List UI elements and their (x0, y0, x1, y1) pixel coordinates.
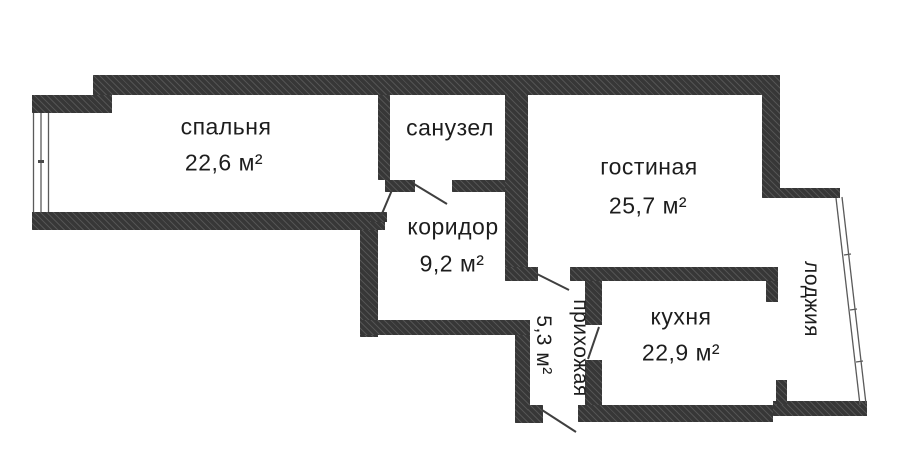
wall-hallway-left (515, 335, 530, 423)
wall-corridor-left (360, 230, 378, 337)
room-area-living-room: 25,7 м² (608, 192, 688, 219)
wall-living-bottom-kitchen-top (570, 267, 778, 281)
door-leaf-bedroom (380, 189, 393, 217)
wall-bedroom-bottom (32, 212, 385, 230)
wall-loggia-top-stub (762, 188, 840, 198)
door-leaf-kitchen (587, 326, 600, 360)
door-leaf-entrance (541, 409, 577, 433)
window-bedroom (32, 113, 50, 212)
wall-kitchen-right-upper (766, 281, 778, 302)
wall-corridor-bottom (360, 320, 530, 335)
wall-bathroom-bottom (452, 180, 505, 192)
room-area-bedroom: 22,6 м² (184, 149, 264, 176)
room-area-corridor: 9,2 м² (419, 250, 485, 277)
room-area-hallway: 5,3 м² (532, 315, 555, 375)
room-name-bedroom: спальня (180, 113, 272, 140)
wall-bedroom-bathroom (378, 95, 390, 180)
room-name-bathroom: санузел (406, 114, 494, 141)
wall-kitchen-bottom (578, 405, 773, 422)
wall-bathroom-door-stub (385, 180, 415, 192)
wall-kitchen-loggia-lower (776, 380, 787, 405)
wall-top-main (93, 75, 780, 95)
door-leaf-bathroom (413, 183, 448, 205)
room-name-hallway: прихожая (569, 299, 592, 397)
door-leaf-living-room (536, 273, 570, 291)
room-area-kitchen: 22,9 м² (641, 339, 721, 366)
wall-top-left-step (32, 95, 112, 113)
wall-hallway-kitchen-lower (585, 360, 602, 405)
room-name-living-room: гостиная (600, 153, 698, 180)
room-name-kitchen: кухня (650, 303, 712, 330)
room-name-loggia: лоджия (800, 260, 823, 338)
wall-living-right (762, 75, 780, 198)
wall-living-bottom-left (505, 267, 538, 281)
window-loggia (835, 196, 867, 406)
wall-corridor-living (505, 95, 528, 272)
room-name-corridor: коридор (407, 213, 499, 240)
wall-hallway-kitchen-upper (585, 281, 602, 325)
wall-loggia-bottom (773, 401, 867, 416)
wall-bedroom-door-notch (370, 212, 387, 222)
wall-entrance-stub (528, 405, 543, 423)
